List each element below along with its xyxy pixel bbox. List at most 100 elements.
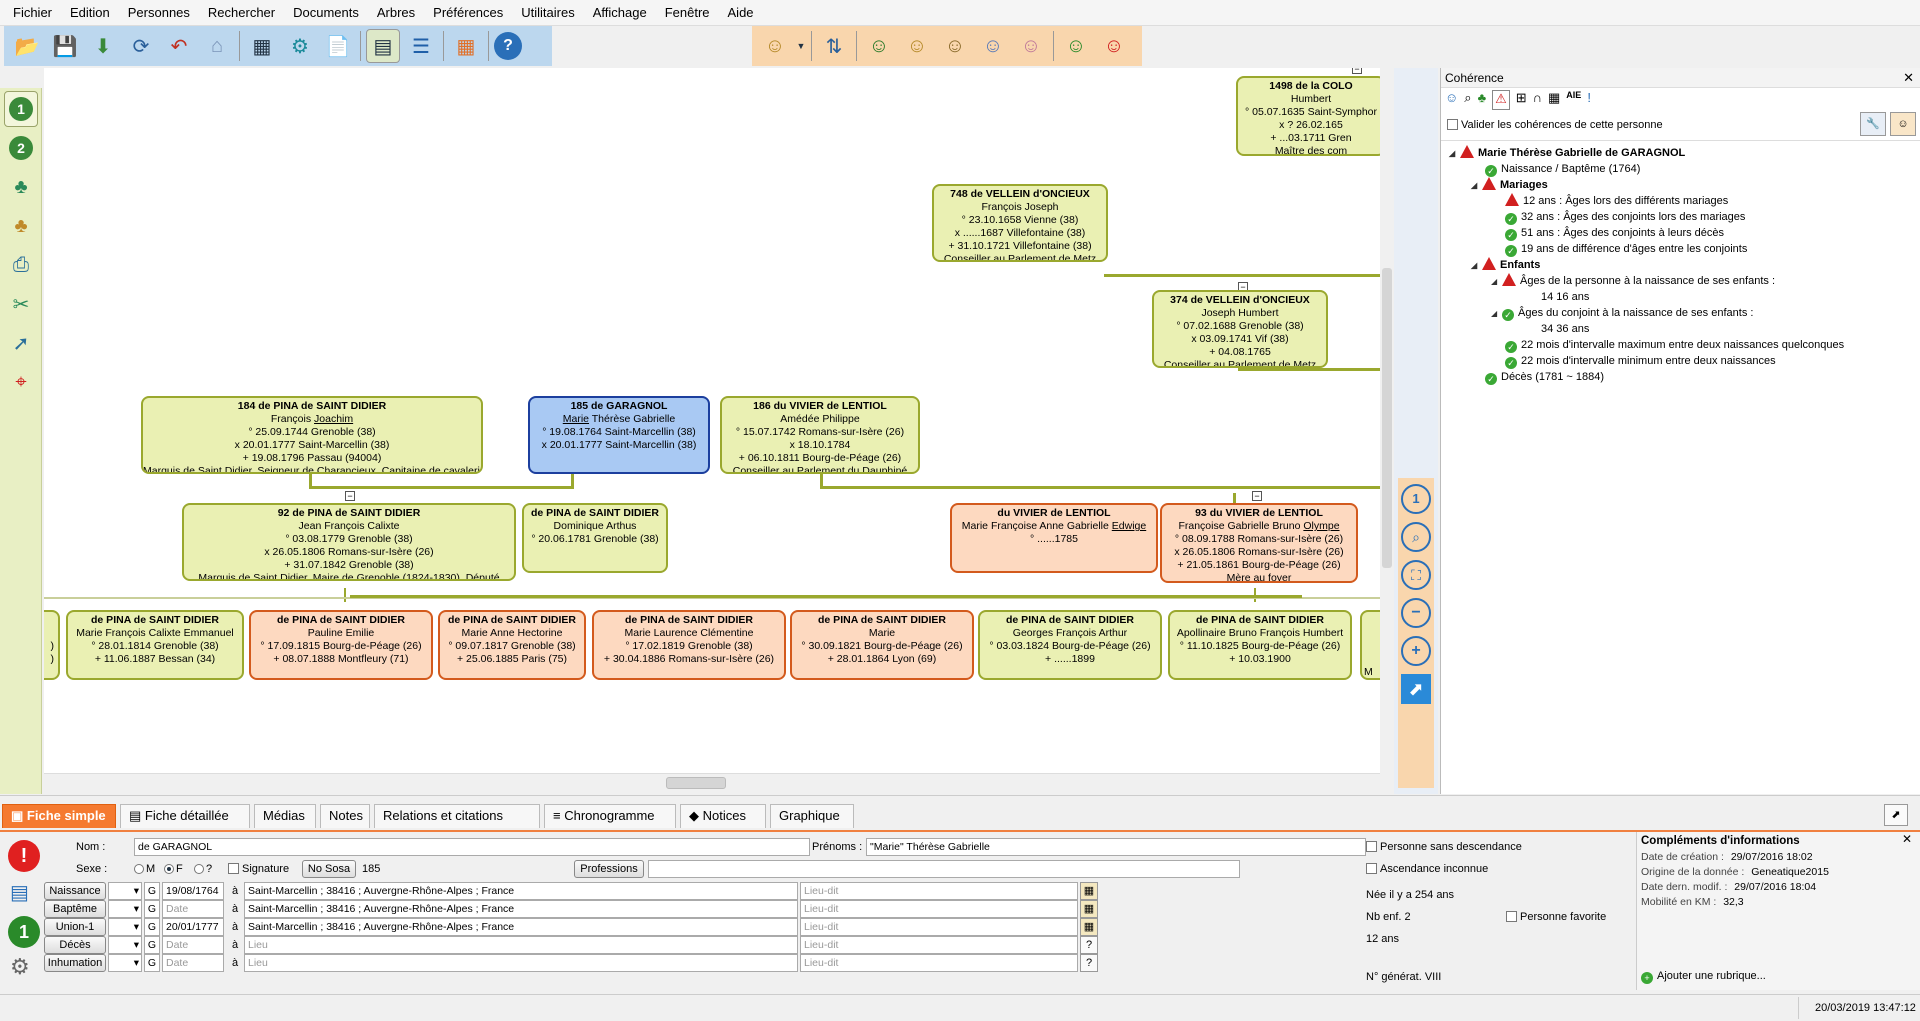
- event-type-button[interactable]: Inhumation: [44, 954, 106, 972]
- person-card-1498[interactable]: 1498 de la COLO Humbert° 05.07.1635 Sain…: [1236, 76, 1380, 156]
- relations-icon[interactable]: ⊞: [1515, 90, 1527, 105]
- event-lieudit-field[interactable]: Lieu-dit: [800, 900, 1078, 918]
- event-g-field[interactable]: G: [144, 936, 160, 954]
- link-persons-icon[interactable]: ⇅: [825, 35, 843, 58]
- network-icon[interactable]: ⌂: [210, 34, 224, 57]
- tab-fiche-simple[interactable]: ▣ Fiche simple: [2, 804, 116, 828]
- tab-fiche-detaillee[interactable]: ▤ Fiche détaillée: [120, 804, 250, 828]
- generation-1-icon[interactable]: 1: [8, 916, 40, 948]
- tree-back-icon[interactable]: ♣: [14, 175, 28, 198]
- tree-group-icon[interactable]: ♣: [14, 214, 28, 237]
- help-icon[interactable]: ?: [1080, 936, 1098, 954]
- person-card-partial-left[interactable]: )): [44, 610, 60, 680]
- event-lieu-field[interactable]: Lieu: [244, 936, 798, 954]
- external-window-icon[interactable]: ⬈: [1884, 804, 1908, 826]
- coherence-e2[interactable]: ◢✓Âges du conjoint à la naissance de ses…: [1491, 307, 1754, 321]
- person-settings-icon[interactable]: ☺: [1890, 112, 1916, 136]
- sans-descendance-checkbox[interactable]: Personne sans descendance: [1366, 838, 1522, 856]
- arc-icon[interactable]: ∩: [1532, 90, 1542, 105]
- view-list-icon[interactable]: ☰: [412, 35, 430, 58]
- tab-relations[interactable]: Relations et citations: [374, 804, 540, 828]
- sexe-unknown-radio[interactable]: ?: [194, 860, 212, 878]
- menu-documents[interactable]: Documents: [293, 4, 359, 20]
- favorite-checkbox[interactable]: Personne favorite: [1506, 908, 1606, 926]
- person-card-dominique-arthus[interactable]: de PINA de SAINT DIDIER Dominique Arthus…: [522, 503, 668, 573]
- delete-person-icon[interactable]: ☺: [1103, 34, 1125, 57]
- alert-icon[interactable]: !: [8, 840, 40, 872]
- tools-icon[interactable]: ⚙: [291, 35, 309, 58]
- person-card-child-1[interactable]: de PINA de SAINT DIDIER Marie François C…: [66, 610, 244, 680]
- help-icon[interactable]: ?: [494, 32, 522, 60]
- import-icon[interactable]: ⬇: [94, 35, 112, 58]
- location-tree-icon[interactable]: ⌖: [15, 370, 27, 393]
- person-card-child-4[interactable]: de PINA de SAINT DIDIER Marie Laurence C…: [592, 610, 786, 680]
- event-lieudit-field[interactable]: Lieu-dit: [800, 882, 1078, 900]
- person-card-93[interactable]: 93 du VIVIER de LENTIOL Françoise Gabrie…: [1160, 503, 1358, 583]
- event-lieudit-field[interactable]: Lieu-dit: [800, 936, 1078, 954]
- tab-notices[interactable]: ◆ Notices: [680, 804, 766, 828]
- person-card-184[interactable]: 184 de PINA de SAINT DIDIER François Joa…: [141, 396, 483, 474]
- coherence-mariages[interactable]: ◢Mariages: [1471, 177, 1548, 191]
- tree-vertical-scrollbar[interactable]: [1380, 68, 1394, 773]
- warning-filter-icon[interactable]: ⚠: [1492, 90, 1510, 110]
- event-type-button[interactable]: Union-1: [44, 918, 106, 936]
- tab-chronogramme[interactable]: ≡ Chronogramme: [544, 804, 676, 828]
- tab-medias[interactable]: Médias: [254, 804, 316, 828]
- event-qualifier-dropdown[interactable]: ▾: [108, 936, 142, 954]
- refresh-icon[interactable]: ⟳: [132, 35, 150, 58]
- menu-utilitaires[interactable]: Utilitaires: [521, 4, 575, 20]
- menu-fenetre[interactable]: Fenêtre: [664, 4, 710, 20]
- menu-aide[interactable]: Aide: [727, 4, 754, 20]
- event-type-button[interactable]: Naissance: [44, 882, 106, 900]
- sexe-f-radio[interactable]: F: [164, 860, 183, 878]
- collapse-toggle[interactable]: −: [345, 491, 355, 501]
- event-date-field[interactable]: Date: [162, 936, 224, 954]
- event-lieu-field[interactable]: Saint-Marcellin ; 38416 ; Auvergne-Rhône…: [244, 882, 798, 900]
- event-lieudit-field[interactable]: Lieu-dit: [800, 954, 1078, 972]
- sources-icon[interactable]: ▦: [1080, 900, 1098, 918]
- professions-field[interactable]: [648, 860, 1240, 878]
- menu-fichier[interactable]: Fichier: [13, 4, 53, 20]
- add-mother-icon[interactable]: ☺: [906, 34, 928, 57]
- help-icon[interactable]: ?: [1080, 954, 1098, 972]
- add-sibling-icon[interactable]: ☺: [1020, 34, 1042, 57]
- collapse-toggle[interactable]: −: [1252, 491, 1262, 501]
- document-icon[interactable]: ▤: [10, 882, 29, 904]
- menu-arbres[interactable]: Arbres: [376, 4, 416, 20]
- professions-button[interactable]: Professions: [574, 860, 644, 878]
- person-icon[interactable]: ☺: [1445, 90, 1459, 105]
- person-search-icon[interactable]: ☺: [764, 34, 786, 57]
- open-folder-icon[interactable]: 📂: [14, 35, 40, 58]
- close-icon[interactable]: ✕: [1901, 832, 1912, 846]
- expand-icon[interactable]: ⬈: [1401, 674, 1431, 704]
- save-icon[interactable]: 💾: [52, 35, 78, 58]
- person-card-child-3[interactable]: de PINA de SAINT DIDIER Marie Anne Hecto…: [438, 610, 586, 680]
- event-type-button[interactable]: Baptême: [44, 900, 106, 918]
- print-icon[interactable]: ⎙: [13, 253, 29, 276]
- undo-icon[interactable]: ↶: [170, 35, 188, 58]
- event-lieu-field[interactable]: Lieu: [244, 954, 798, 972]
- scrollbar-thumb[interactable]: [1382, 268, 1392, 568]
- event-g-field[interactable]: G: [144, 918, 160, 936]
- person-card-child-2[interactable]: de PINA de SAINT DIDIER Pauline Emilie° …: [249, 610, 433, 680]
- event-qualifier-dropdown[interactable]: ▾: [108, 954, 142, 972]
- event-g-field[interactable]: G: [144, 954, 160, 972]
- coherence-naissance[interactable]: ✓Naissance / Baptême (1764): [1485, 161, 1640, 177]
- sexe-m-radio[interactable]: M: [134, 860, 155, 878]
- event-g-field[interactable]: G: [144, 882, 160, 900]
- add-father-icon[interactable]: ☺: [868, 34, 890, 57]
- no-sosa-button[interactable]: No Sosa: [302, 860, 356, 878]
- person-card-92[interactable]: 92 de PINA de SAINT DIDIER Jean François…: [182, 503, 516, 581]
- coherence-m2[interactable]: ✓32 ans : Âges des conjoints lors des ma…: [1505, 209, 1745, 225]
- person-card-374[interactable]: 374 de VELLEIN d'ONCIEUX Joseph Humbert°…: [1152, 290, 1328, 368]
- coherence-deces[interactable]: ✓Décès (1781 ~ 1884): [1485, 369, 1604, 385]
- candle-icon[interactable]: ǃ: [1587, 90, 1591, 105]
- tab-graphique[interactable]: Graphique: [770, 804, 854, 828]
- age-icon[interactable]: AIE: [1566, 90, 1582, 100]
- zoom-fit-icon[interactable]: ⌕: [1401, 522, 1431, 552]
- event-date-field[interactable]: Date: [162, 900, 224, 918]
- coherence-m4[interactable]: ✓19 ans de différence d'âges entre les c…: [1505, 241, 1747, 257]
- tree-icon[interactable]: ♣: [1477, 90, 1487, 105]
- add-spouse-icon[interactable]: ☺: [944, 34, 966, 57]
- person-card-child-5[interactable]: de PINA de SAINT DIDIER Marie° 30.09.182…: [790, 610, 974, 680]
